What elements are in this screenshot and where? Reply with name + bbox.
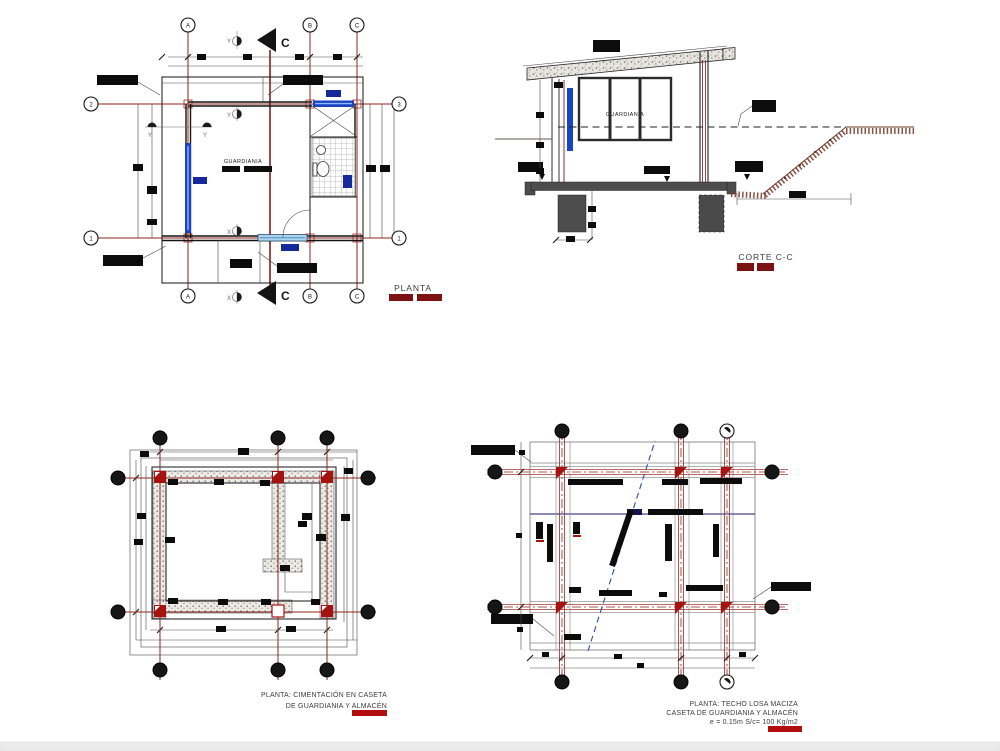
- diagonal-rebar: [609, 509, 634, 567]
- axis-label: A: [186, 23, 190, 29]
- roof-beam-axes: [487, 431, 788, 682]
- section-cut-marker-bottom: C: [257, 281, 290, 305]
- roof-axis-bubbles: [487, 423, 780, 690]
- floor-plan-dimensions: [133, 53, 395, 268]
- marker-y-label: Y: [148, 133, 152, 139]
- floor-plan-xy-markers: Y Y Y Y X X: [145, 31, 242, 304]
- foundation-strips: [152, 470, 335, 619]
- foundation-plan-drawing: PLANTA: CIMENTACIÓN EN CASETA DE GUARDIA…: [110, 430, 387, 716]
- foundation-dimension-frames: [129, 448, 358, 656]
- axis-label: 1: [397, 236, 401, 242]
- section-terrain: [730, 126, 914, 205]
- floor-plan-caption: PLANTA: [394, 283, 432, 293]
- roof-rebar-redactions: [536, 478, 742, 640]
- axis-label: B: [308, 23, 312, 29]
- roof-caption-line3: e = 0.15m S/c= 100 Kg/m2: [710, 719, 798, 726]
- section-caption: CORTE C-C: [738, 252, 793, 262]
- axis-label: 3: [397, 102, 401, 108]
- foundation-caption-line2: DE GUARDIANIA Y ALMACÉN: [286, 701, 387, 710]
- toilet-fixture: [316, 161, 330, 177]
- marker-y-label: Y: [203, 133, 207, 139]
- foundation-axis-bubbles: [110, 430, 376, 678]
- footing: [698, 194, 725, 233]
- marker-x-label: X: [227, 230, 231, 236]
- sink-fixture: [316, 145, 326, 155]
- axis-label: C: [355, 294, 360, 300]
- scale-bar: [417, 294, 442, 301]
- scale-bar: [757, 263, 774, 271]
- section-roof: [522, 40, 736, 81]
- axis-label: 1: [89, 236, 93, 242]
- door-swing-arc: [282, 209, 311, 238]
- floor-plan-redacted-labels: [97, 75, 341, 273]
- section-window: GUARDIANIA: [577, 76, 673, 142]
- roof-caption-line2: CASETA DE GUARDIANIA Y ALMACÉN: [666, 708, 798, 717]
- section-arrow-icon: [257, 28, 276, 52]
- marker-y-label: Y: [227, 39, 231, 45]
- section-cut-letter: C: [281, 36, 290, 50]
- page-bottom-strip: [0, 741, 1000, 751]
- section-cut-marker-top: C: [257, 28, 290, 52]
- floor-plan-drawing: GUARDIANIA C C Y Y Y Y X X A B C A B C: [83, 17, 442, 305]
- section-arrow-icon: [257, 281, 276, 305]
- axis-label: A: [186, 294, 190, 300]
- footing: [557, 194, 587, 233]
- scale-bar: [389, 294, 413, 301]
- scale-bar: [768, 726, 802, 732]
- section-walls: [551, 51, 709, 190]
- floor-plan-windows: [185, 100, 354, 242]
- roof-dimensions: [516, 442, 759, 669]
- axis-label: C: [355, 23, 360, 29]
- roof-caption-line1: PLANTA: TECHO LOSA MACIZA: [689, 701, 798, 708]
- section-cut-letter: C: [281, 289, 290, 303]
- scale-bar: [737, 263, 754, 271]
- foundation-caption-line1: PLANTA: CIMENTACIÓN EN CASETA: [261, 690, 387, 699]
- floor-plan-axis-bubbles: A B C A B C 2 1 3 1: [83, 17, 407, 304]
- roof-redacted-labels: [471, 445, 811, 637]
- scale-bar: [352, 710, 387, 716]
- section-floor-and-footings: [524, 181, 737, 244]
- axis-label: B: [308, 294, 312, 300]
- marker-x-label: X: [227, 296, 231, 302]
- floor-plan-bathroom: [310, 104, 357, 197]
- room-label: GUARDIANIA: [606, 112, 644, 118]
- section-drawing: GUARDIANIA CORTE C-C: [495, 40, 914, 271]
- foundation-redacted-dims: [134, 448, 353, 632]
- marker-y-label: Y: [227, 113, 231, 119]
- foundation-columns: [154, 471, 333, 618]
- axis-label: 2: [89, 102, 93, 108]
- roof-plan-drawing: PLANTA: TECHO LOSA MACIZA CASETA DE GUAR…: [471, 423, 811, 732]
- section-level-markers: [518, 80, 776, 190]
- foundation-walls: [151, 466, 337, 620]
- room-label: GUARDIANIA: [224, 159, 262, 165]
